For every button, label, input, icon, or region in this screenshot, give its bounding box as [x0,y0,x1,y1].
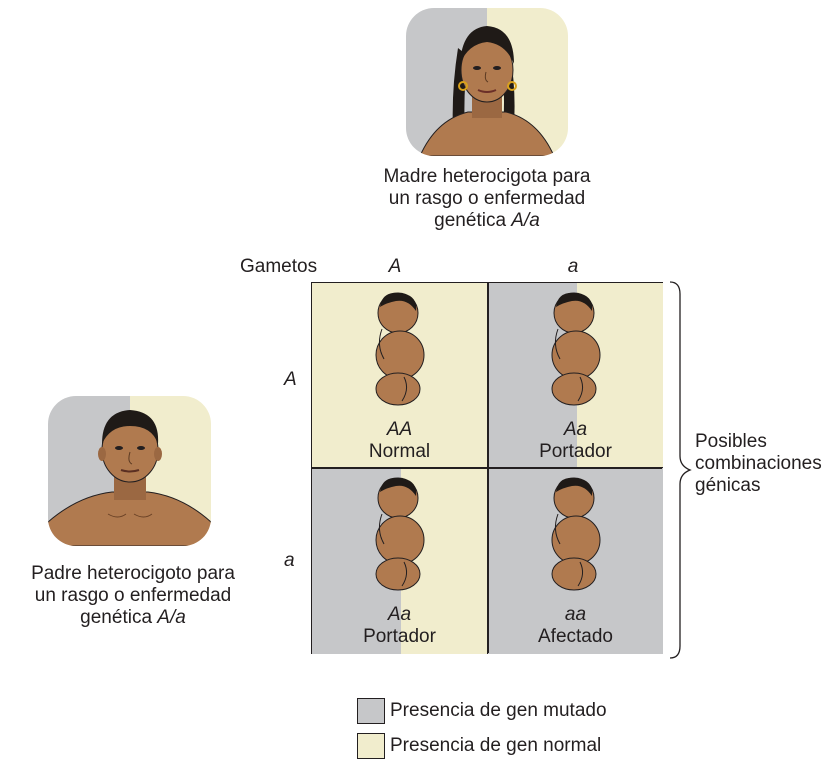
father-caption: Padre heterocigoto para un rasgo o enfer… [0,563,266,629]
cell-phenotype: Normal [312,441,487,463]
baby-icon [360,474,440,594]
father-caption-line2: un rasgo o enfermedad [0,585,266,607]
father-genotype: A/a [157,607,186,628]
mother-caption-line3: genética A/a [348,210,626,232]
brace-label-line2: combinaciones [695,453,822,475]
grid-divider-horizontal [312,467,662,469]
cell-Aa-top: Aa Portador [488,283,663,467]
mother-genotype: A/a [511,210,540,231]
mother-caption: Madre heterocigota para un rasgo o enfer… [348,166,626,232]
column-allele-2: a [558,256,588,278]
punnett-square: AA Normal Aa Portador Aa Portador [311,282,663,654]
cell-AA: AA Normal [312,283,487,467]
father-portrait [48,396,211,546]
cell-genotype: AA [312,419,487,441]
baby-icon [536,474,616,594]
brace-label-line3: génicas [695,475,822,497]
column-allele-1: A [380,256,410,278]
mother-portrait [406,8,568,156]
father-caption-line3: genética A/a [0,607,266,629]
cell-genotype: Aa [488,419,663,441]
cell-genotype: Aa [312,604,487,626]
baby-icon [360,289,440,409]
gametes-label: Gametos [240,256,317,278]
row-allele-2: a [284,550,295,572]
cell-Aa-bottom: Aa Portador [312,468,487,654]
legend-swatch-mutated [357,698,385,724]
father-caption-prefix: genética [80,607,157,628]
brace-label: Posibles combinaciones génicas [695,431,822,497]
brace-label-line1: Posibles [695,431,822,453]
legend-label-mutated: Presencia de gen mutado [390,700,607,722]
legend-swatch-normal [357,733,385,759]
cell-aa: aa Afectado [488,468,663,654]
mother-caption-prefix: genética [434,210,511,231]
cell-phenotype: Afectado [488,626,663,648]
brace-icon [668,280,694,660]
father-caption-line1: Padre heterocigoto para [0,563,266,585]
cell-phenotype: Portador [488,441,663,463]
legend-label-normal: Presencia de gen normal [390,735,601,757]
row-allele-1: A [284,369,297,391]
mother-caption-line2: un rasgo o enfermedad [348,188,626,210]
mother-caption-line1: Madre heterocigota para [348,166,626,188]
baby-icon [536,289,616,409]
cell-phenotype: Portador [312,626,487,648]
cell-genotype: aa [488,604,663,626]
